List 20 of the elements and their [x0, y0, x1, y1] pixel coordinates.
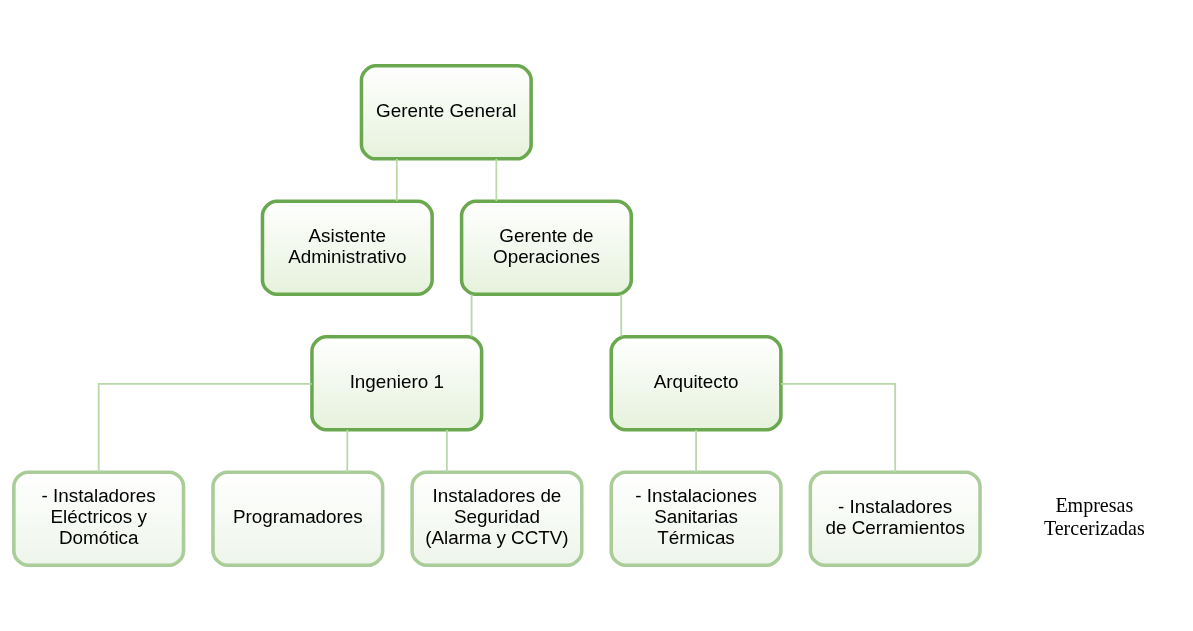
node-box: Ingeniero 1	[310, 334, 484, 432]
connector	[470, 293, 473, 338]
connector	[445, 429, 448, 473]
connector	[620, 293, 623, 338]
label: Empresas Tercerizadas	[1043, 494, 1145, 539]
connector	[346, 429, 349, 473]
node-box: Gerente de Operaciones	[459, 199, 634, 297]
connector	[780, 382, 897, 473]
node-box: Asistente Administrativo	[260, 199, 434, 297]
connector	[495, 158, 498, 202]
node-box: Gerente General	[359, 63, 533, 161]
node-box: - Instalaciones Sanitarias Térmicas	[609, 470, 783, 568]
node-box: Programadores	[211, 470, 385, 568]
connector	[395, 158, 398, 202]
connector	[97, 382, 313, 473]
node-box: - Instaladores Eléctricos y Domótica	[12, 470, 186, 568]
node-box: Arquitecto	[609, 334, 783, 432]
node-box: - Instaladores de Cerramientos	[808, 470, 982, 568]
node-box: Instaladores de Seguridad (Alarma y CCTV)	[410, 470, 584, 568]
connector	[695, 429, 697, 473]
